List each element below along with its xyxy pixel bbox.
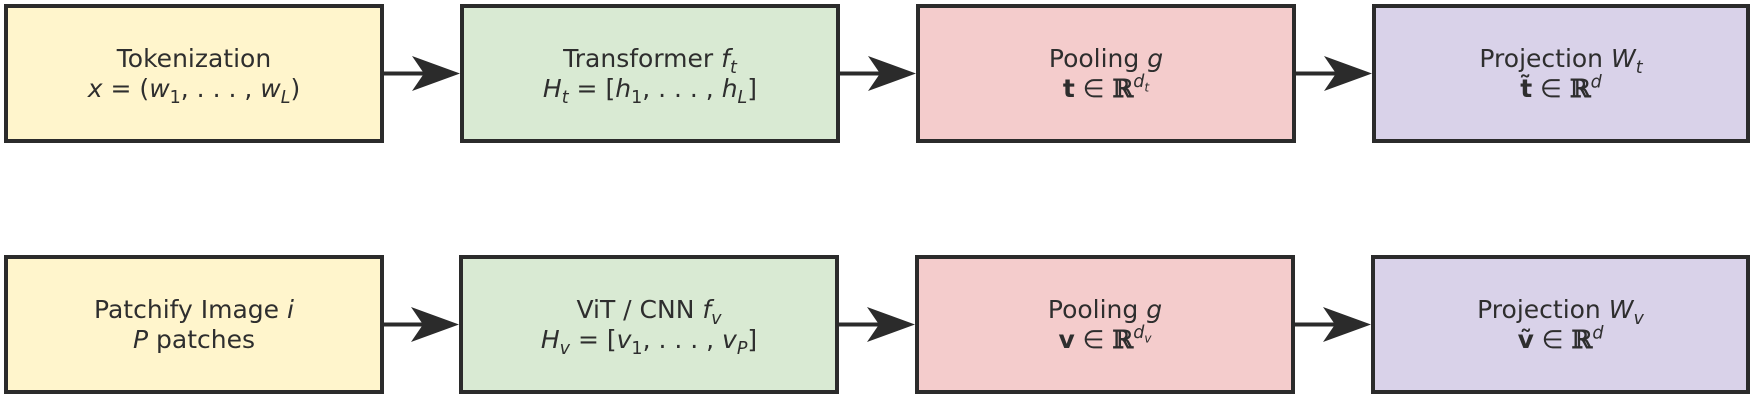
arrow-tokenization-to-transformer xyxy=(384,4,460,143)
symbol-wt: Wt xyxy=(1610,43,1643,78)
image-pooling-title: Pooling g xyxy=(1047,294,1163,324)
text-projection-formula: t̃ ∈ ℝd xyxy=(1520,72,1602,104)
tokenization-title: Tokenization xyxy=(116,43,272,73)
image-projection-title: Projection Wv xyxy=(1477,294,1644,329)
arrow-pooling-to-projection-image xyxy=(1295,255,1371,394)
arrow-transformer-to-pooling xyxy=(840,4,916,143)
text-pooling-formula: t ∈ ℝdt xyxy=(1062,72,1150,104)
symbol-ft: ft xyxy=(721,43,737,78)
symbol-i: i xyxy=(287,294,294,324)
transformer-formula: Ht = [h1, . . . , hL] xyxy=(542,73,758,108)
arrow-patchify-to-vit xyxy=(384,255,459,394)
image-pooling-box: Pooling g v ∈ ℝdv xyxy=(915,255,1295,394)
vit-cnn-box: ViT / CNN fv Hv = [v1, . . . , vP] xyxy=(459,255,839,394)
text-pooling-box: Pooling g t ∈ ℝdt xyxy=(916,4,1296,143)
image-pooling-formula: v ∈ ℝdv xyxy=(1058,323,1152,355)
tokenization-box: Tokenization x = (w1, . . . , wL) xyxy=(4,4,384,143)
symbol-fv: fv xyxy=(702,294,722,329)
arrow-vit-to-pooling xyxy=(839,255,915,394)
arrow-pooling-to-projection xyxy=(1296,4,1372,143)
text-projection-title: Projection Wt xyxy=(1479,43,1643,78)
formula-x-w: x = (w1, . . . , wL) xyxy=(87,73,301,108)
tokenization-formula: x = (w1, . . . , wL) xyxy=(87,73,301,108)
image-pipeline-row: Patchify Image i P patches ViT / CNN fv … xyxy=(0,255,1754,400)
symbol-g: g xyxy=(1146,294,1163,324)
patchify-title: Patchify Image i xyxy=(94,294,294,324)
formula-ht: Ht = [h1, . . . , hL] xyxy=(542,73,758,108)
symbol-wv: Wv xyxy=(1608,294,1644,329)
text-pooling-title: Pooling g xyxy=(1048,43,1164,73)
transformer-title: Transformer ft xyxy=(563,43,737,78)
vit-cnn-title: ViT / CNN fv xyxy=(576,294,722,329)
text-projection-box: Projection Wt t̃ ∈ ℝd xyxy=(1372,4,1750,143)
image-projection-box: Projection Wv ṽ ∈ ℝd xyxy=(1371,255,1750,394)
formula-v-rdv: v ∈ ℝdv xyxy=(1058,323,1152,354)
formula-v-tilde-rd: ṽ ∈ ℝd xyxy=(1517,323,1604,354)
image-projection-formula: ṽ ∈ ℝd xyxy=(1517,323,1604,355)
symbol-g: g xyxy=(1147,43,1164,73)
text-pipeline-row: Tokenization x = (w1, . . . , wL) Transf… xyxy=(0,4,1754,149)
formula-hv: Hv = [v1, . . . , vP] xyxy=(540,324,758,359)
transformer-box: Transformer ft Ht = [h1, . . . , hL] xyxy=(460,4,840,143)
symbol-p: P xyxy=(132,324,149,354)
patchify-subtitle: P patches xyxy=(132,324,255,354)
formula-t-tilde-rd: t̃ ∈ ℝd xyxy=(1520,72,1602,103)
patchify-box: Patchify Image i P patches xyxy=(4,255,384,394)
vit-cnn-formula: Hv = [v1, . . . , vP] xyxy=(540,324,758,359)
formula-t-rdt: t ∈ ℝdt xyxy=(1062,72,1150,103)
